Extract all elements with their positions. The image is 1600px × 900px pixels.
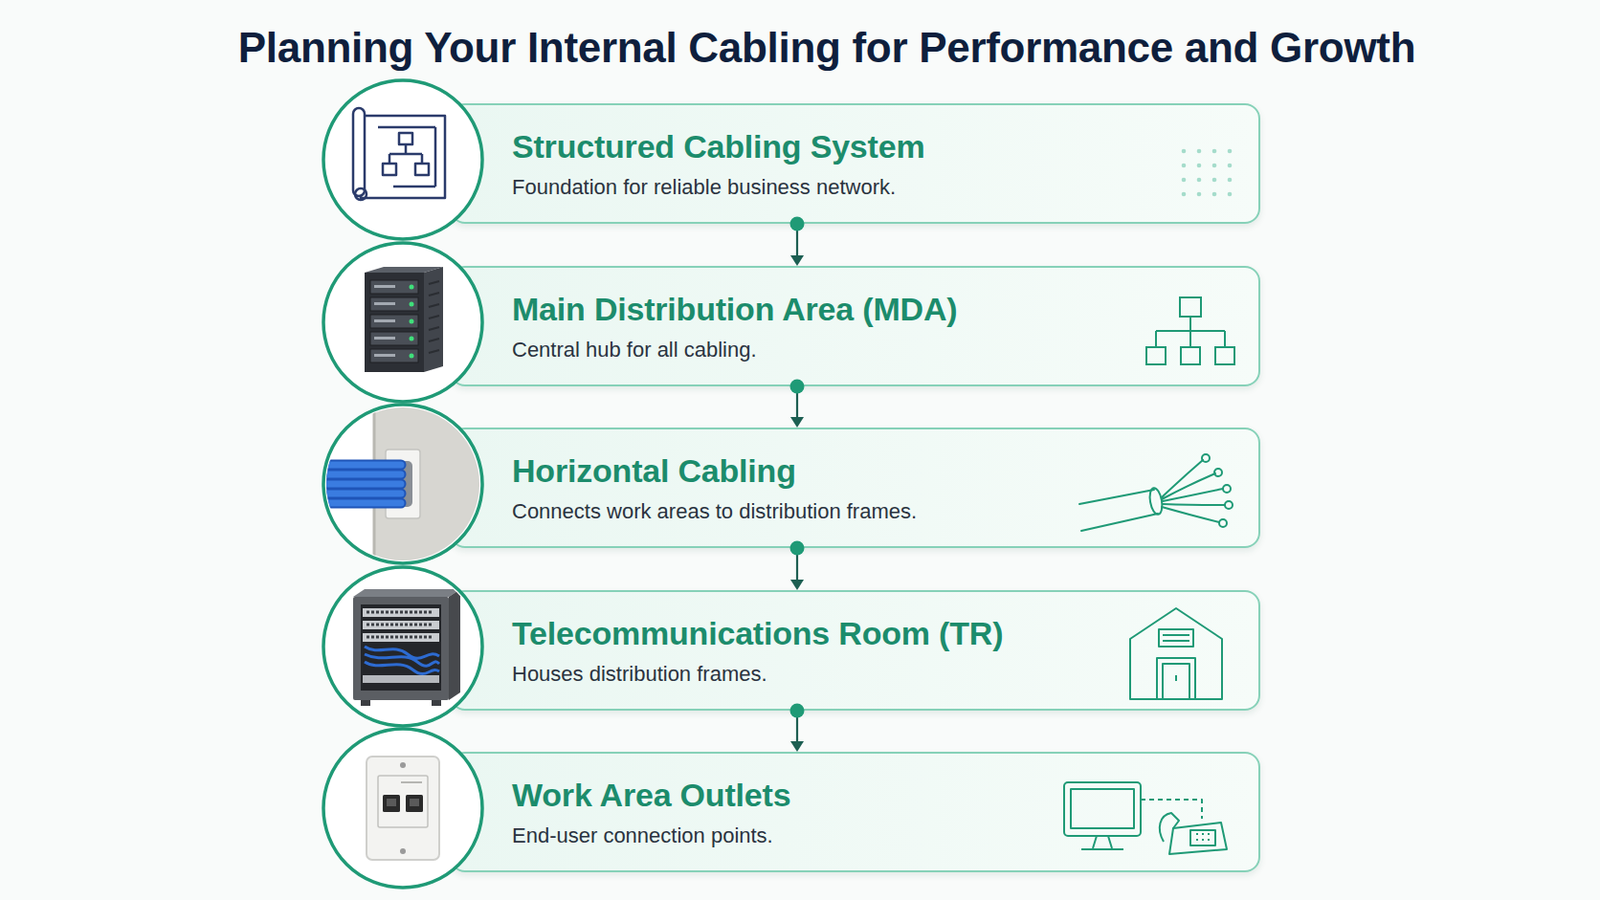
card-description: Foundation for reliable business network… — [511, 173, 1077, 202]
arrow-head — [790, 579, 804, 591]
bay-label — [374, 354, 396, 357]
patch-panel — [362, 633, 440, 643]
outlet-plate — [366, 756, 440, 861]
flow-connector — [790, 541, 805, 592]
flow-connector — [790, 704, 805, 754]
process-card: Work Area OutletsEnd-user connection poi… — [449, 752, 1261, 873]
flow-box — [415, 163, 429, 176]
cable — [311, 500, 401, 508]
card-heading: Structured Cabling System — [511, 125, 1077, 168]
blue-cables — [311, 465, 401, 504]
server-top — [364, 266, 444, 273]
status-led — [409, 354, 415, 359]
jack-pins — [386, 799, 397, 807]
rack-opening — [360, 604, 442, 691]
wall-edge — [373, 398, 377, 571]
rj45-jack — [382, 795, 400, 813]
blueprint-sheet — [360, 115, 445, 199]
rack-body — [353, 597, 449, 701]
server-front — [364, 272, 424, 373]
bay-label — [374, 319, 396, 323]
card-heading: Main Distribution Area (MDA) — [511, 288, 1077, 331]
connector-line — [796, 548, 799, 581]
process-card: Telecommunications Room (TR) Houses distr… — [449, 590, 1261, 712]
server-side — [423, 266, 444, 373]
flow-box — [399, 133, 413, 145]
status-led — [409, 302, 415, 308]
drive-bay — [370, 349, 419, 363]
cable — [311, 498, 401, 510]
patch-panel — [362, 608, 440, 618]
plate-hole — [393, 461, 413, 508]
card-heading: Work Area Outlets — [511, 774, 1077, 817]
blueprint-curl — [355, 188, 367, 200]
blueprint-frame — [377, 127, 436, 187]
card-description: End-user connection points. — [511, 822, 1077, 851]
blueprint-roll — [353, 108, 365, 197]
drive-bay — [370, 297, 419, 312]
diagram-title: Planning Your Internal Cabling for Perfo… — [80, 19, 1574, 77]
arrow-head — [790, 741, 804, 753]
drive-bay — [370, 280, 419, 294]
cable — [311, 481, 401, 489]
arrow-head — [790, 255, 804, 267]
rack-top — [353, 589, 461, 598]
cable — [311, 460, 401, 471]
process-card: Main Distribution Area (MDA) Central hub … — [449, 266, 1261, 387]
card-description: Houses distribution frames. — [511, 660, 1077, 689]
cable — [311, 462, 401, 469]
cable — [311, 471, 401, 479]
process-card: Structured Cabling SystemFoundation for … — [449, 103, 1261, 224]
cable — [311, 490, 401, 498]
drive-bay — [370, 332, 419, 346]
cable — [311, 469, 401, 481]
patch-cables — [364, 646, 440, 675]
card-description: Central hub for all cabling. — [511, 335, 1077, 365]
connector-line — [796, 223, 799, 257]
card-heading: Horizontal Cabling — [511, 449, 1077, 492]
wall-plate — [385, 449, 421, 519]
plate-screw — [400, 762, 406, 769]
drive-bay — [370, 314, 419, 329]
cable — [311, 479, 401, 490]
flow-connector — [790, 217, 805, 267]
rack-foot — [360, 700, 371, 707]
arrow-head — [790, 417, 804, 428]
plate-screw — [400, 848, 406, 855]
server-vent — [428, 281, 440, 354]
patch-panel — [362, 675, 440, 684]
outlet-frame — [377, 776, 428, 828]
card-description: Connects work areas to distribution fram… — [511, 497, 1077, 527]
status-led — [409, 319, 415, 325]
connector-line — [796, 386, 799, 419]
panel-ports — [366, 612, 434, 638]
connector-line — [796, 711, 799, 743]
flow-box — [382, 163, 397, 176]
jack-pins — [409, 799, 420, 807]
card-heading: Telecommunications Room (TR) — [511, 612, 1077, 655]
cable — [311, 488, 401, 500]
bay-label — [374, 285, 396, 289]
bay-label — [374, 336, 396, 340]
flow-connector — [790, 379, 805, 429]
rack-foot — [431, 700, 442, 707]
flow-line — [389, 144, 423, 164]
patch-panel — [362, 621, 440, 630]
bay-label — [374, 302, 396, 306]
status-led — [409, 285, 415, 290]
status-led — [409, 336, 415, 342]
process-card: Horizontal CablingConnects work areas to… — [449, 427, 1261, 549]
outlet-label — [400, 781, 423, 784]
drive-bays — [370, 280, 419, 363]
rj45-jack — [405, 795, 423, 813]
